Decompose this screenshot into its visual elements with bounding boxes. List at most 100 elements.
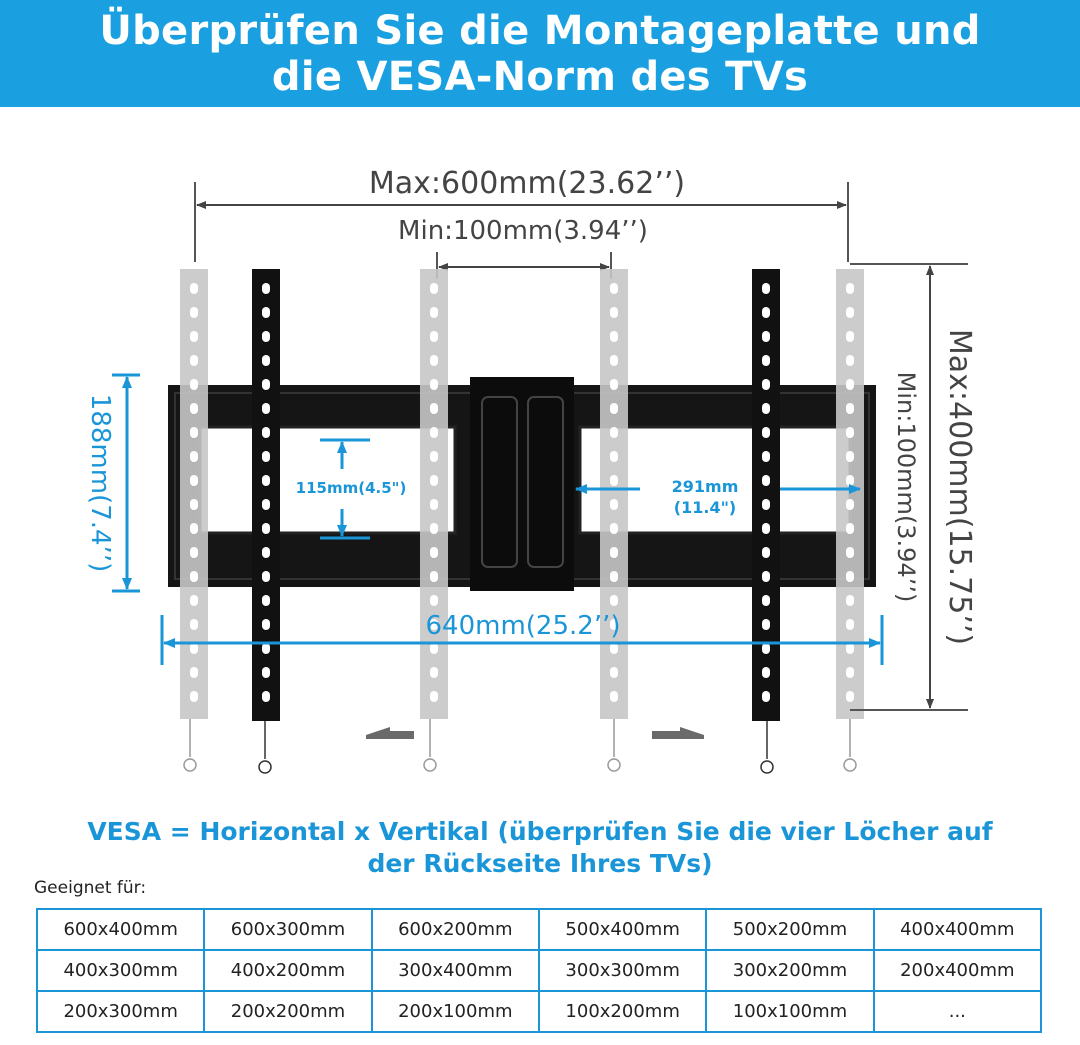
- vesa-caption-line-2: der Rückseite Ihres TVs): [367, 849, 713, 878]
- table-cell: 600x200mm: [370, 908, 540, 951]
- arm-hole: [610, 523, 618, 534]
- arm-hole: [610, 571, 618, 582]
- arm-hole: [190, 643, 198, 654]
- arm-hole: [430, 571, 438, 582]
- arm-hole: [610, 307, 618, 318]
- table-cell: 100x100mm: [705, 990, 875, 1033]
- slide-left-arrow-icon: [366, 727, 414, 739]
- min-height-label: Min:100mm(3.94’’): [892, 372, 920, 603]
- arm-hole: [262, 451, 270, 462]
- arm-hole: [190, 403, 198, 414]
- title-line-1: Überprüfen Sie die Montageplatte und: [99, 8, 981, 54]
- arm-hole: [610, 667, 618, 678]
- arm-hole: [846, 547, 854, 558]
- arm-hole: [610, 379, 618, 390]
- arm-hole: [430, 283, 438, 294]
- arm-hole: [846, 451, 854, 462]
- arm-hole: [190, 691, 198, 702]
- arm-hole: [262, 475, 270, 486]
- arm-hole: [430, 475, 438, 486]
- arm-hole: [610, 619, 618, 630]
- arm-hole: [610, 355, 618, 366]
- arm-hole: [430, 331, 438, 342]
- arm-hole: [190, 283, 198, 294]
- arm-hole: [190, 355, 198, 366]
- arm-hole: [190, 427, 198, 438]
- arm-hole: [262, 547, 270, 558]
- arm-holes: [190, 283, 854, 702]
- arm-hole: [262, 595, 270, 606]
- arm-hole: [430, 523, 438, 534]
- arm-hole: [846, 403, 854, 414]
- arm-hole: [762, 523, 770, 534]
- arm-hole: [762, 499, 770, 510]
- arm-hole: [430, 547, 438, 558]
- slot-height-label: 115mm(4.5"): [296, 479, 407, 497]
- table-cell: 200x100mm: [370, 990, 540, 1033]
- arm-hole: [430, 595, 438, 606]
- arm-hole: [846, 691, 854, 702]
- vesa-caption: VESA = Horizontal x Vertikal (überprüfen…: [40, 816, 1040, 880]
- arm-hole: [846, 307, 854, 318]
- arm-hole: [762, 547, 770, 558]
- table-cell: 200x200mm: [203, 990, 373, 1033]
- slide-right-arrow-icon: [652, 727, 704, 739]
- arm-hole: [430, 451, 438, 462]
- slot-width-label-1: 291mm: [672, 477, 739, 496]
- table-cell: 500x400mm: [537, 908, 708, 951]
- arm-hole: [430, 643, 438, 654]
- arm-hole: [610, 403, 618, 414]
- arm-hole: [762, 595, 770, 606]
- arm-hole: [190, 595, 198, 606]
- table-cell: 400x300mm: [35, 949, 206, 992]
- arm-hole: [846, 643, 854, 654]
- arm-hole: [762, 667, 770, 678]
- arm-hole: [846, 283, 854, 294]
- arm-hole: [190, 571, 198, 582]
- plate-width-dimension: [160, 615, 884, 665]
- arm-hole: [846, 379, 854, 390]
- arm-hole: [190, 475, 198, 486]
- vesa-caption-line-1: VESA = Horizontal x Vertikal (überprüfen…: [87, 817, 993, 846]
- max-height-label: Max:400mm(15.75’’): [942, 329, 977, 645]
- arm-hole: [762, 283, 770, 294]
- arm-hole: [846, 331, 854, 342]
- min-width-dimension: [436, 252, 612, 279]
- arm-hole: [610, 499, 618, 510]
- arm-hole: [430, 427, 438, 438]
- table-cell: 300x300mm: [537, 949, 708, 992]
- arm-hole: [762, 571, 770, 582]
- arm-hole: [190, 619, 198, 630]
- table-cell: 400x400mm: [872, 908, 1043, 951]
- arm-hole: [762, 451, 770, 462]
- arm-hole: [610, 475, 618, 486]
- arm-hole: [430, 619, 438, 630]
- arm-hole: [190, 547, 198, 558]
- arm-hole: [762, 619, 770, 630]
- arm-hole: [762, 691, 770, 702]
- table-row: 600x400mm 600x300mm 600x200mm 500x400mm …: [35, 908, 1043, 951]
- table-row: 400x300mm 400x200mm 300x400mm 300x300mm …: [35, 949, 1043, 992]
- arm-hole: [430, 691, 438, 702]
- arm-hole: [190, 667, 198, 678]
- arm-hole: [190, 451, 198, 462]
- arm-hole: [262, 523, 270, 534]
- arm-hole: [262, 691, 270, 702]
- arm-hole: [846, 595, 854, 606]
- arm-hole: [762, 427, 770, 438]
- plate-height-dimension: [112, 373, 140, 593]
- title-line-2: die VESA-Norm des TVs: [271, 54, 809, 100]
- table-cell: 200x400mm: [872, 949, 1043, 992]
- arm-hole: [610, 283, 618, 294]
- arm-hole: [762, 331, 770, 342]
- max-width-label: Max:600mm(23.62’’): [369, 166, 685, 201]
- table-cell: 600x300mm: [203, 908, 373, 951]
- arm-hole: [190, 379, 198, 390]
- arm-hole: [846, 523, 854, 534]
- arm-hole: [610, 427, 618, 438]
- plate-height-label: 188mm(7.4’’): [85, 394, 115, 572]
- arm-hole: [610, 595, 618, 606]
- arm-hole: [262, 427, 270, 438]
- table-cell: 100x200mm: [537, 990, 708, 1033]
- arm-hole: [846, 475, 854, 486]
